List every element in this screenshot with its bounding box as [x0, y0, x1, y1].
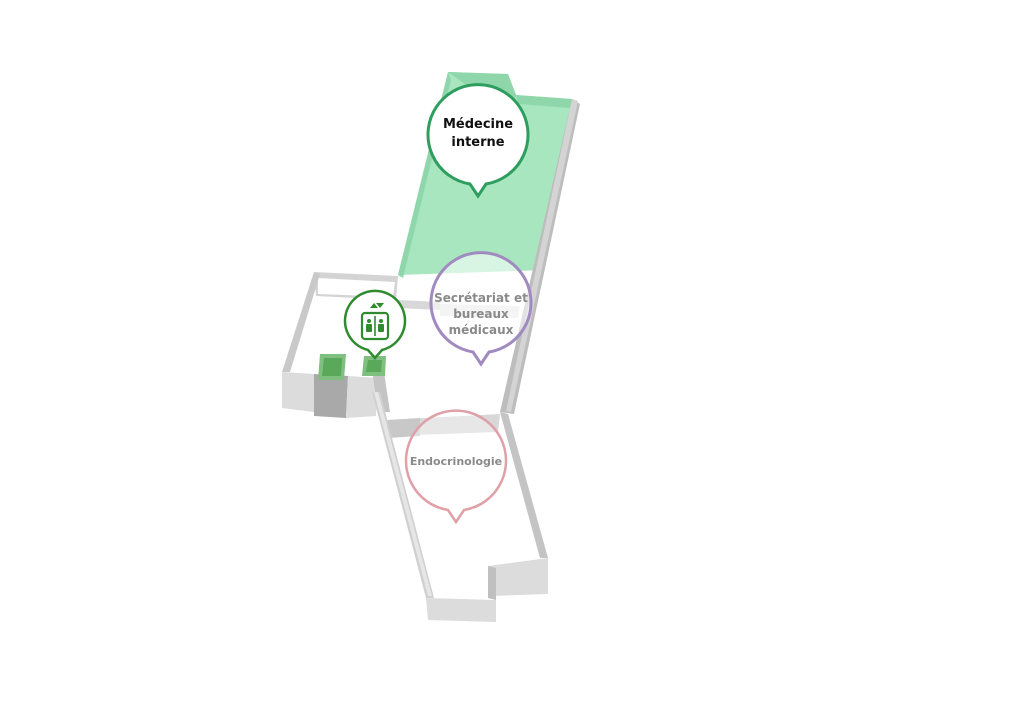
pin-label-medecine-line1: Médecine: [442, 117, 514, 132]
elevator-icon: [360, 303, 390, 341]
pin-label-secretariat-line1: Secrétariat et: [434, 291, 528, 305]
room-endocrinologie: [372, 392, 548, 622]
pin-label-endocrinologie-text: Endocrinologie: [409, 455, 503, 468]
pin-secretariat[interactable]: [429, 251, 533, 367]
pin-label-endocrinologie[interactable]: Endocrinologie: [400, 455, 512, 469]
pin-label-secretariat[interactable]: Secrétariat et bureaux médicaux: [426, 290, 536, 338]
pin-elevator[interactable]: [343, 289, 407, 360]
pin-label-medecine-line2: interne: [451, 135, 505, 150]
pin-label-secretariat-line2: bureaux: [453, 307, 509, 321]
pin-label-secretariat-line3: médicaux: [448, 323, 514, 337]
room-elevator-hall: [282, 272, 398, 418]
pin-endocrinologie[interactable]: [404, 409, 508, 525]
pin-label-medecine-interne[interactable]: Médecine interne: [423, 116, 533, 152]
pin-medecine-interne[interactable]: [426, 83, 530, 199]
